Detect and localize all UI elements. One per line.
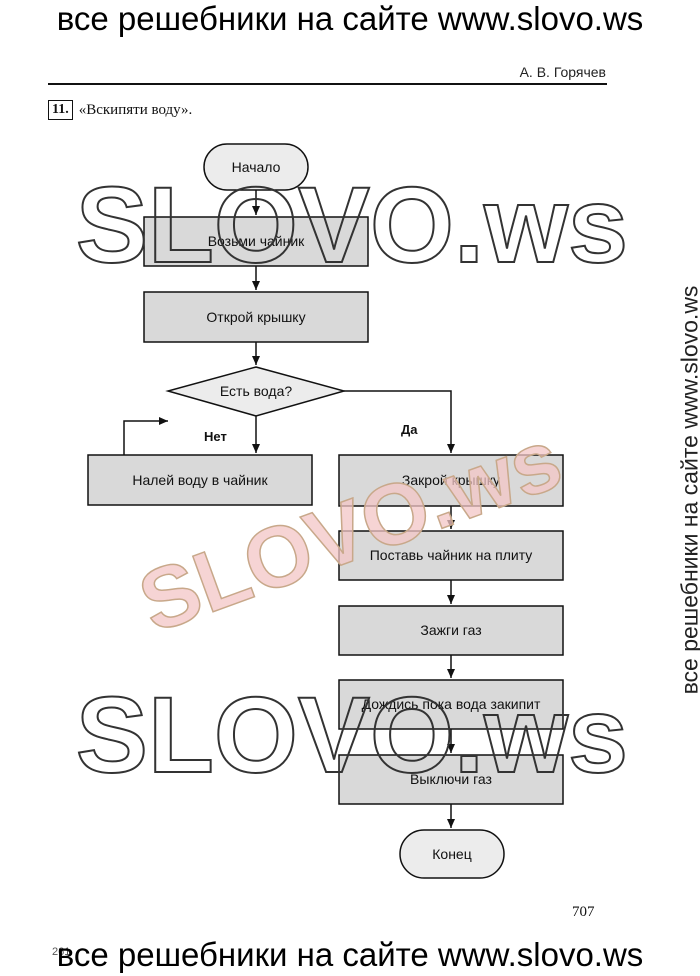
condition-label: Есть вода? bbox=[220, 383, 292, 399]
step-put-on-stove: Поставь чайник на плиту bbox=[338, 530, 564, 581]
step-light-gas-label: Зажги газ bbox=[420, 622, 481, 638]
step-wait-boil: Дождись пока вода закипит bbox=[338, 679, 564, 730]
step-wait-boil-label: Дождись пока вода закипит bbox=[362, 696, 541, 712]
step-close-lid-label: Закрой крышку bbox=[402, 472, 500, 488]
step-turn-off-gas: Выключи газ bbox=[338, 754, 564, 805]
bottom-site-banner: все решебники на сайте www.slovo.ws bbox=[56, 936, 644, 973]
start-terminal: Начало bbox=[203, 143, 309, 191]
author-name: А. В. Горячев bbox=[519, 64, 606, 80]
arrow-loop-back bbox=[123, 417, 168, 455]
task-title: «Вскипяти воду». bbox=[78, 101, 193, 118]
branch-no-label: Нет bbox=[204, 429, 227, 444]
step-light-gas: Зажги газ bbox=[338, 605, 564, 656]
step-take-kettle: Возьми чайник bbox=[143, 216, 369, 267]
flowchart-connectors bbox=[123, 190, 455, 828]
step-put-on-stove-label: Поставь чайник на плиту bbox=[370, 547, 533, 563]
task-heading: 11. «Вскипяти воду». bbox=[48, 100, 192, 120]
arrow-condition-yes bbox=[344, 390, 455, 453]
branch-yes-label: Да bbox=[401, 422, 418, 437]
end-label: Конец bbox=[432, 846, 471, 862]
header-rule bbox=[48, 83, 607, 85]
watermark-outline-bottom: SLOVO.ws bbox=[76, 674, 628, 795]
step-open-lid: Открой крышку bbox=[143, 291, 369, 343]
left-page-number: 261 bbox=[52, 946, 71, 958]
watermark-outline-top: SLOVO.ws bbox=[76, 164, 628, 285]
top-site-banner: все решебники на сайте www.slovo.ws bbox=[56, 0, 644, 37]
step-pour-water: Налей воду в чайник bbox=[87, 454, 313, 506]
step-take-kettle-label: Возьми чайник bbox=[208, 233, 305, 249]
page-number: 707 bbox=[572, 904, 595, 920]
step-pour-water-label: Налей воду в чайник bbox=[132, 472, 268, 488]
step-open-lid-label: Открой крышку bbox=[206, 309, 305, 325]
start-label: Начало bbox=[232, 159, 281, 175]
step-close-lid: Закрой крышку bbox=[338, 454, 564, 507]
task-number: 11. bbox=[48, 100, 73, 120]
condition-diamond: Есть вода? bbox=[165, 366, 347, 417]
end-terminal: Конец bbox=[399, 829, 505, 879]
step-turn-off-gas-label: Выключи газ bbox=[410, 771, 492, 787]
